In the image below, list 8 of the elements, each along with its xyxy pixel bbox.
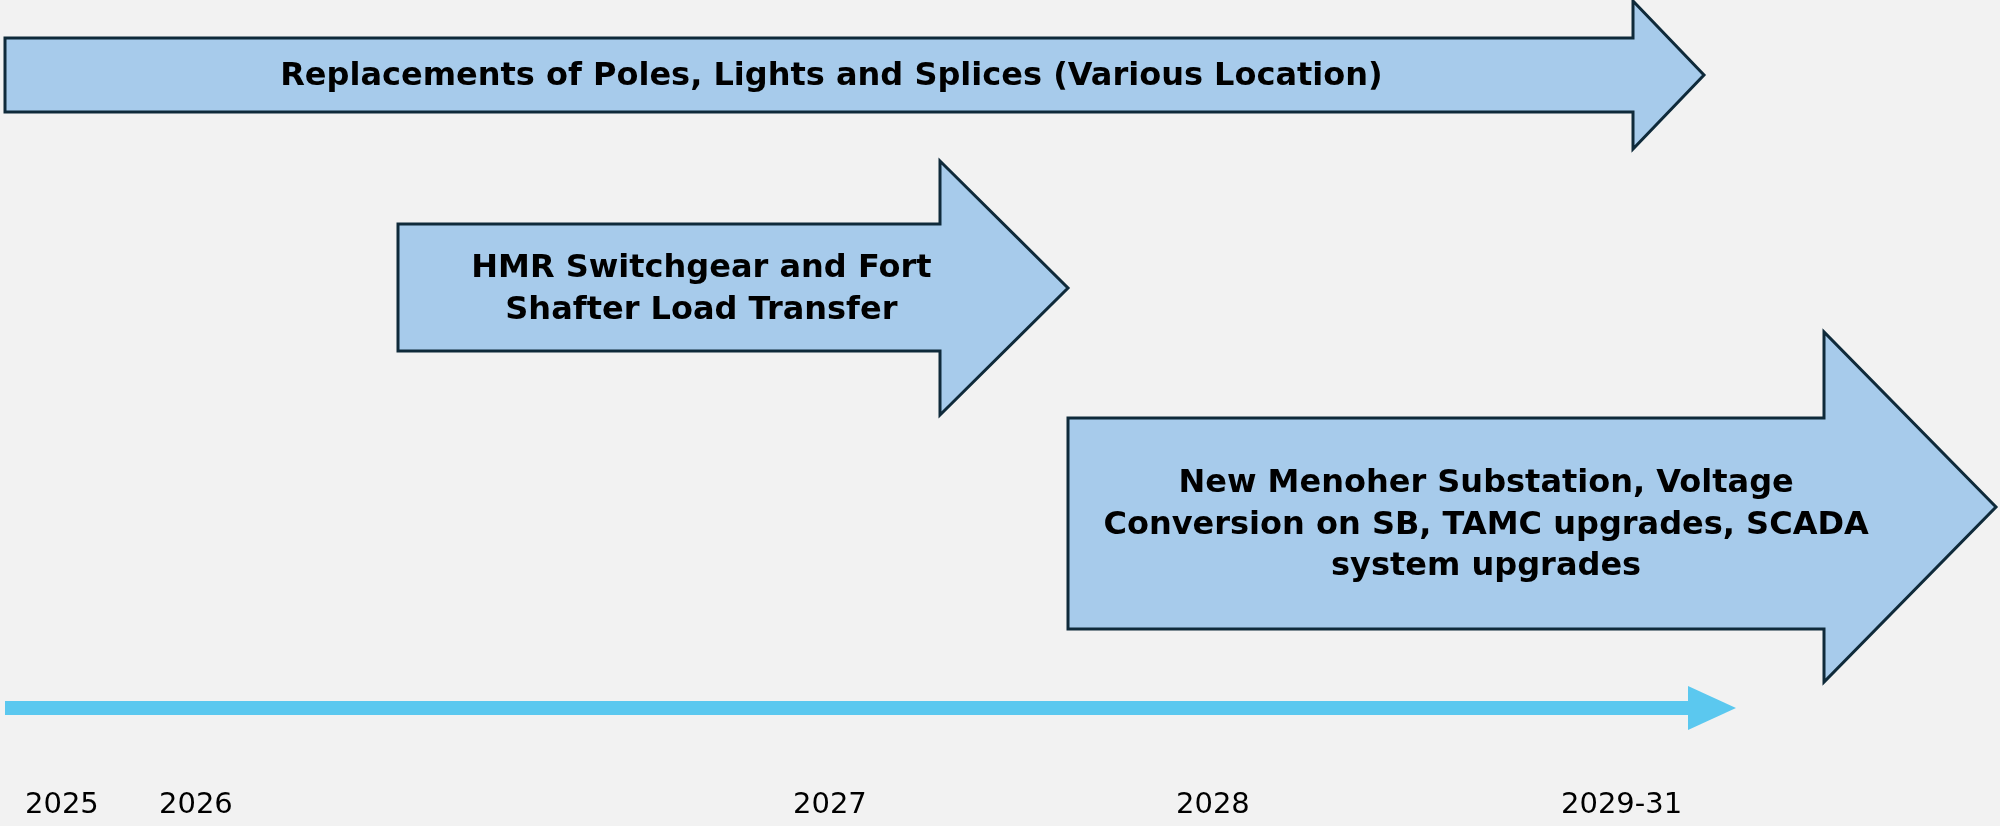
arrow-label: New Menoher Substation, Voltage Conversion on SB, TAMC upgrades, SCADA system upgrades bbox=[1102, 461, 1870, 586]
arrow-label: Replacements of Poles, Lights and Splices (Various Location) bbox=[280, 54, 1383, 96]
year-label: 2029-31 bbox=[1561, 786, 1683, 820]
arrow-label: HMR Switchgear and Fort Shafter Load Transfer bbox=[470, 245, 933, 329]
year-label: 2027 bbox=[793, 786, 867, 820]
year-label: 2026 bbox=[159, 786, 233, 820]
year-label: 2025 bbox=[25, 786, 99, 820]
year-label: 2028 bbox=[1176, 786, 1250, 820]
